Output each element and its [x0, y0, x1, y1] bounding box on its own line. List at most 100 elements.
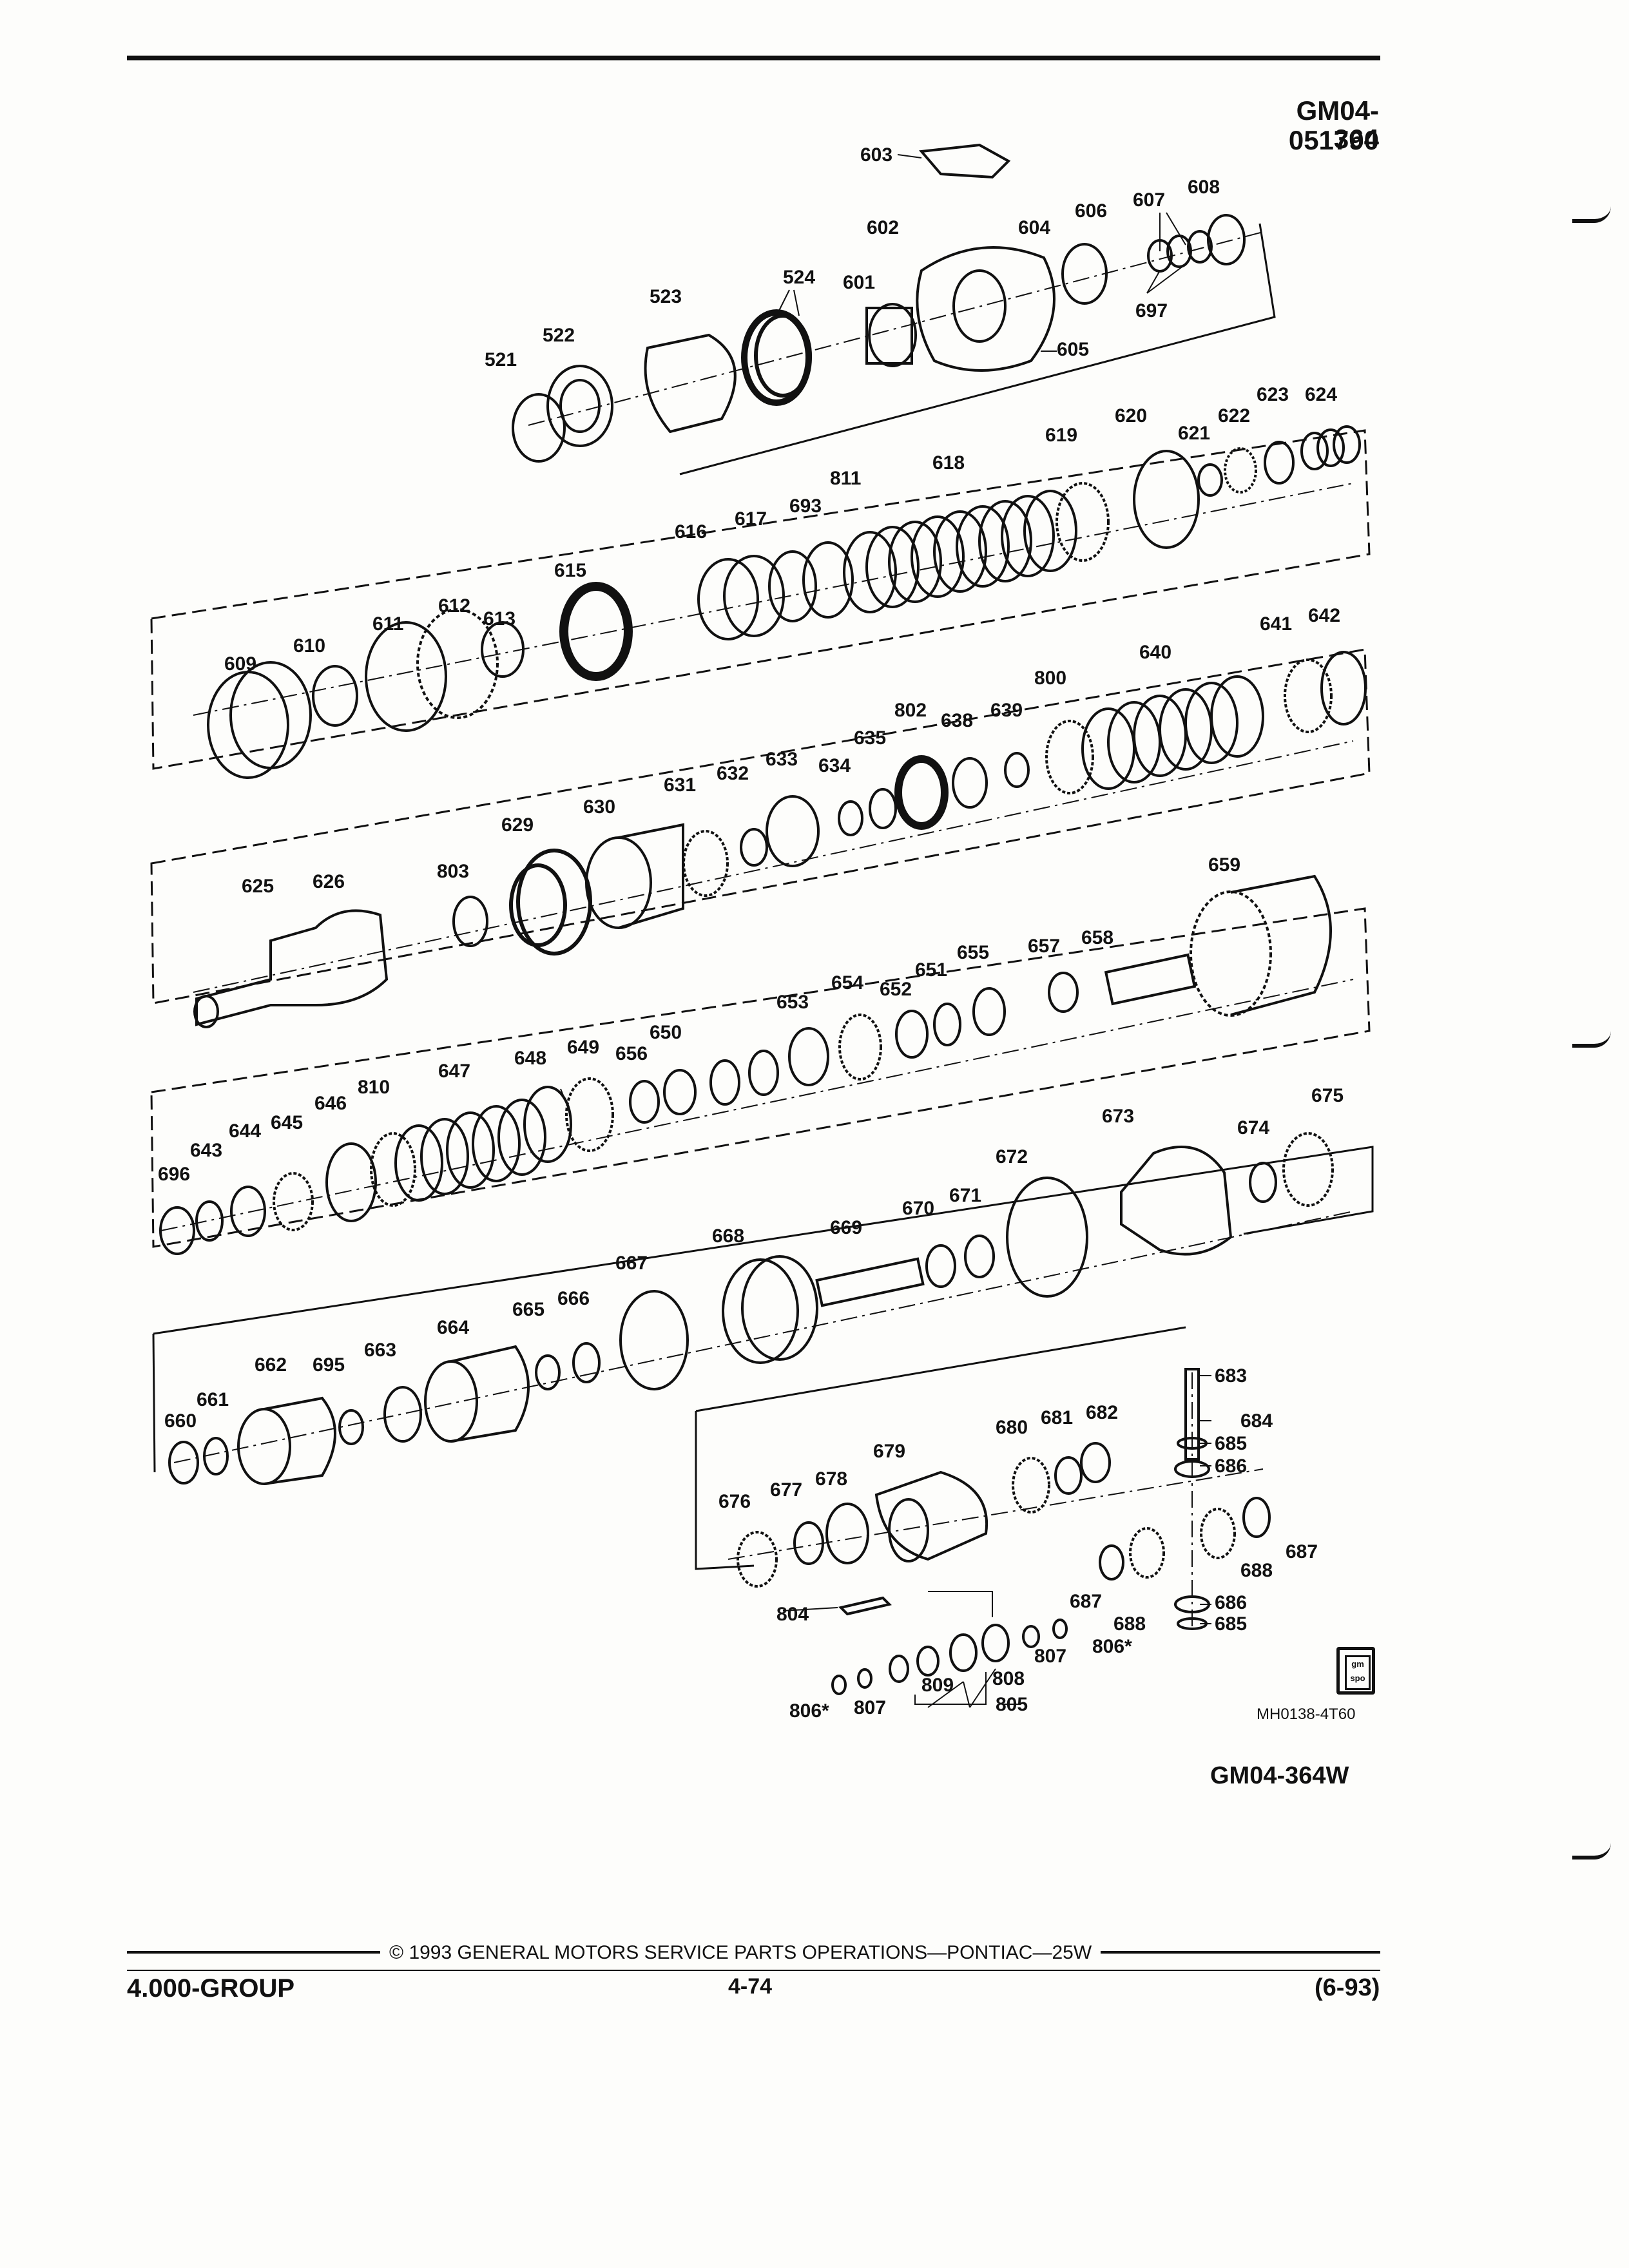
callout-655: 655: [957, 942, 989, 963]
part-676: [737, 1531, 778, 1588]
part-682: [1080, 1442, 1111, 1483]
part-664: [424, 1360, 478, 1443]
part-652: [748, 1050, 779, 1096]
callout-693: 693: [789, 495, 822, 517]
part-656: [629, 1080, 660, 1124]
footer-group: 4.000-GROUP: [127, 1974, 295, 2003]
callout-622: 622: [1218, 405, 1250, 427]
part-613: [481, 621, 525, 678]
callout-687: 687: [1286, 1541, 1318, 1562]
part-663: [383, 1386, 422, 1443]
part-642: [1320, 651, 1367, 726]
part-604: [916, 246, 1055, 372]
part-679: [874, 1470, 988, 1561]
callout-619: 619: [1045, 425, 1077, 446]
callout-695: 695: [313, 1354, 345, 1376]
callout-679: 679: [873, 1441, 905, 1462]
callout-606: 606: [1075, 200, 1107, 222]
part-810: [370, 1132, 416, 1207]
callout-803: 803: [437, 861, 469, 882]
callout-671: 671: [949, 1185, 981, 1206]
callout-696: 696: [158, 1164, 190, 1185]
part-632: [740, 828, 768, 867]
leader-lines: [560, 154, 1211, 1708]
callout-663: 663: [364, 1340, 396, 1361]
callout-641: 641: [1260, 613, 1292, 635]
part-634: [838, 800, 863, 836]
callout-607: 607: [1133, 189, 1165, 211]
callout-621: 621: [1178, 423, 1210, 444]
part-650: [663, 1069, 697, 1115]
part-657: [1048, 972, 1079, 1013]
binder-mark: [1572, 206, 1611, 223]
row3-parts: [193, 651, 1367, 1028]
callout-809: 809: [921, 1675, 954, 1696]
callout-609: 609: [224, 653, 256, 675]
logo-text: gm spo: [1345, 1655, 1371, 1690]
part-649: [565, 1077, 614, 1152]
row1-parts: [512, 143, 1246, 463]
callout-658: 658: [1081, 927, 1113, 948]
part-696: [159, 1206, 195, 1255]
part-626: [195, 909, 389, 1026]
callout-667: 667: [615, 1253, 648, 1274]
part-661: [203, 1437, 229, 1475]
part-688: [1200, 1508, 1236, 1559]
callout-651: 651: [915, 959, 947, 981]
callout-608: 608: [1188, 177, 1220, 198]
part-622: [1224, 447, 1257, 494]
part-646: [325, 1142, 377, 1222]
footer-copyright: © 1993 GENERAL MOTORS SERVICE PARTS OPER…: [380, 1942, 1101, 1964]
part-677: [793, 1521, 824, 1565]
part-655: [972, 987, 1006, 1036]
reference-code: MH0138-4T60: [1257, 1706, 1356, 1723]
part-621: [1197, 463, 1223, 497]
callout-634: 634: [818, 755, 851, 776]
row6-parts: [737, 1368, 1271, 1705]
gm-spo-logo: gm spo: [1336, 1647, 1375, 1695]
callout-616: 616: [675, 521, 707, 543]
callout-602: 602: [867, 217, 899, 238]
callout-674: 674: [1237, 1117, 1269, 1139]
part-808: [949, 1633, 978, 1672]
part-617: [768, 550, 817, 622]
part-672: [1006, 1177, 1088, 1298]
part-669: [815, 1257, 925, 1307]
callout-661: 661: [197, 1389, 229, 1410]
part-630: [585, 836, 652, 929]
part-665: [535, 1354, 561, 1390]
part-651: [709, 1059, 740, 1106]
part-608: [1207, 214, 1246, 265]
part-609: [207, 671, 289, 779]
part-523: [644, 333, 737, 434]
part-639: [1004, 752, 1030, 788]
callout-656: 656: [615, 1043, 648, 1064]
callout-633: 633: [766, 749, 798, 770]
part-660: [168, 1441, 199, 1485]
row5-parts: [168, 1132, 1334, 1485]
part-666: [572, 1342, 601, 1383]
part-647-stack: [394, 1099, 546, 1202]
callout-664: 664: [437, 1317, 469, 1338]
callout-672: 672: [996, 1146, 1028, 1168]
callout-labels: 603 602 604 606 607 608 524 601 523 522 …: [158, 144, 1344, 1722]
callout-806: 806*: [789, 1700, 829, 1722]
callout-603: 603: [860, 144, 892, 166]
callout-639: 639: [990, 700, 1023, 721]
callout-680: 680: [996, 1417, 1028, 1438]
callout-684: 684: [1240, 1410, 1273, 1432]
callout-604: 604: [1018, 217, 1050, 238]
part-623: [1264, 441, 1295, 485]
callout-807: 807: [854, 1697, 886, 1718]
callout-802: 802: [894, 700, 927, 721]
callout-811: 811: [830, 468, 861, 489]
callout-805: 805: [996, 1694, 1028, 1715]
callout-523: 523: [650, 286, 682, 307]
callout-665: 665: [512, 1299, 545, 1320]
callout-666: 666: [557, 1288, 590, 1309]
callout-810: 810: [358, 1077, 390, 1098]
part-803: [452, 896, 488, 947]
part-616: [697, 558, 759, 640]
callout-521: 521: [485, 349, 517, 370]
